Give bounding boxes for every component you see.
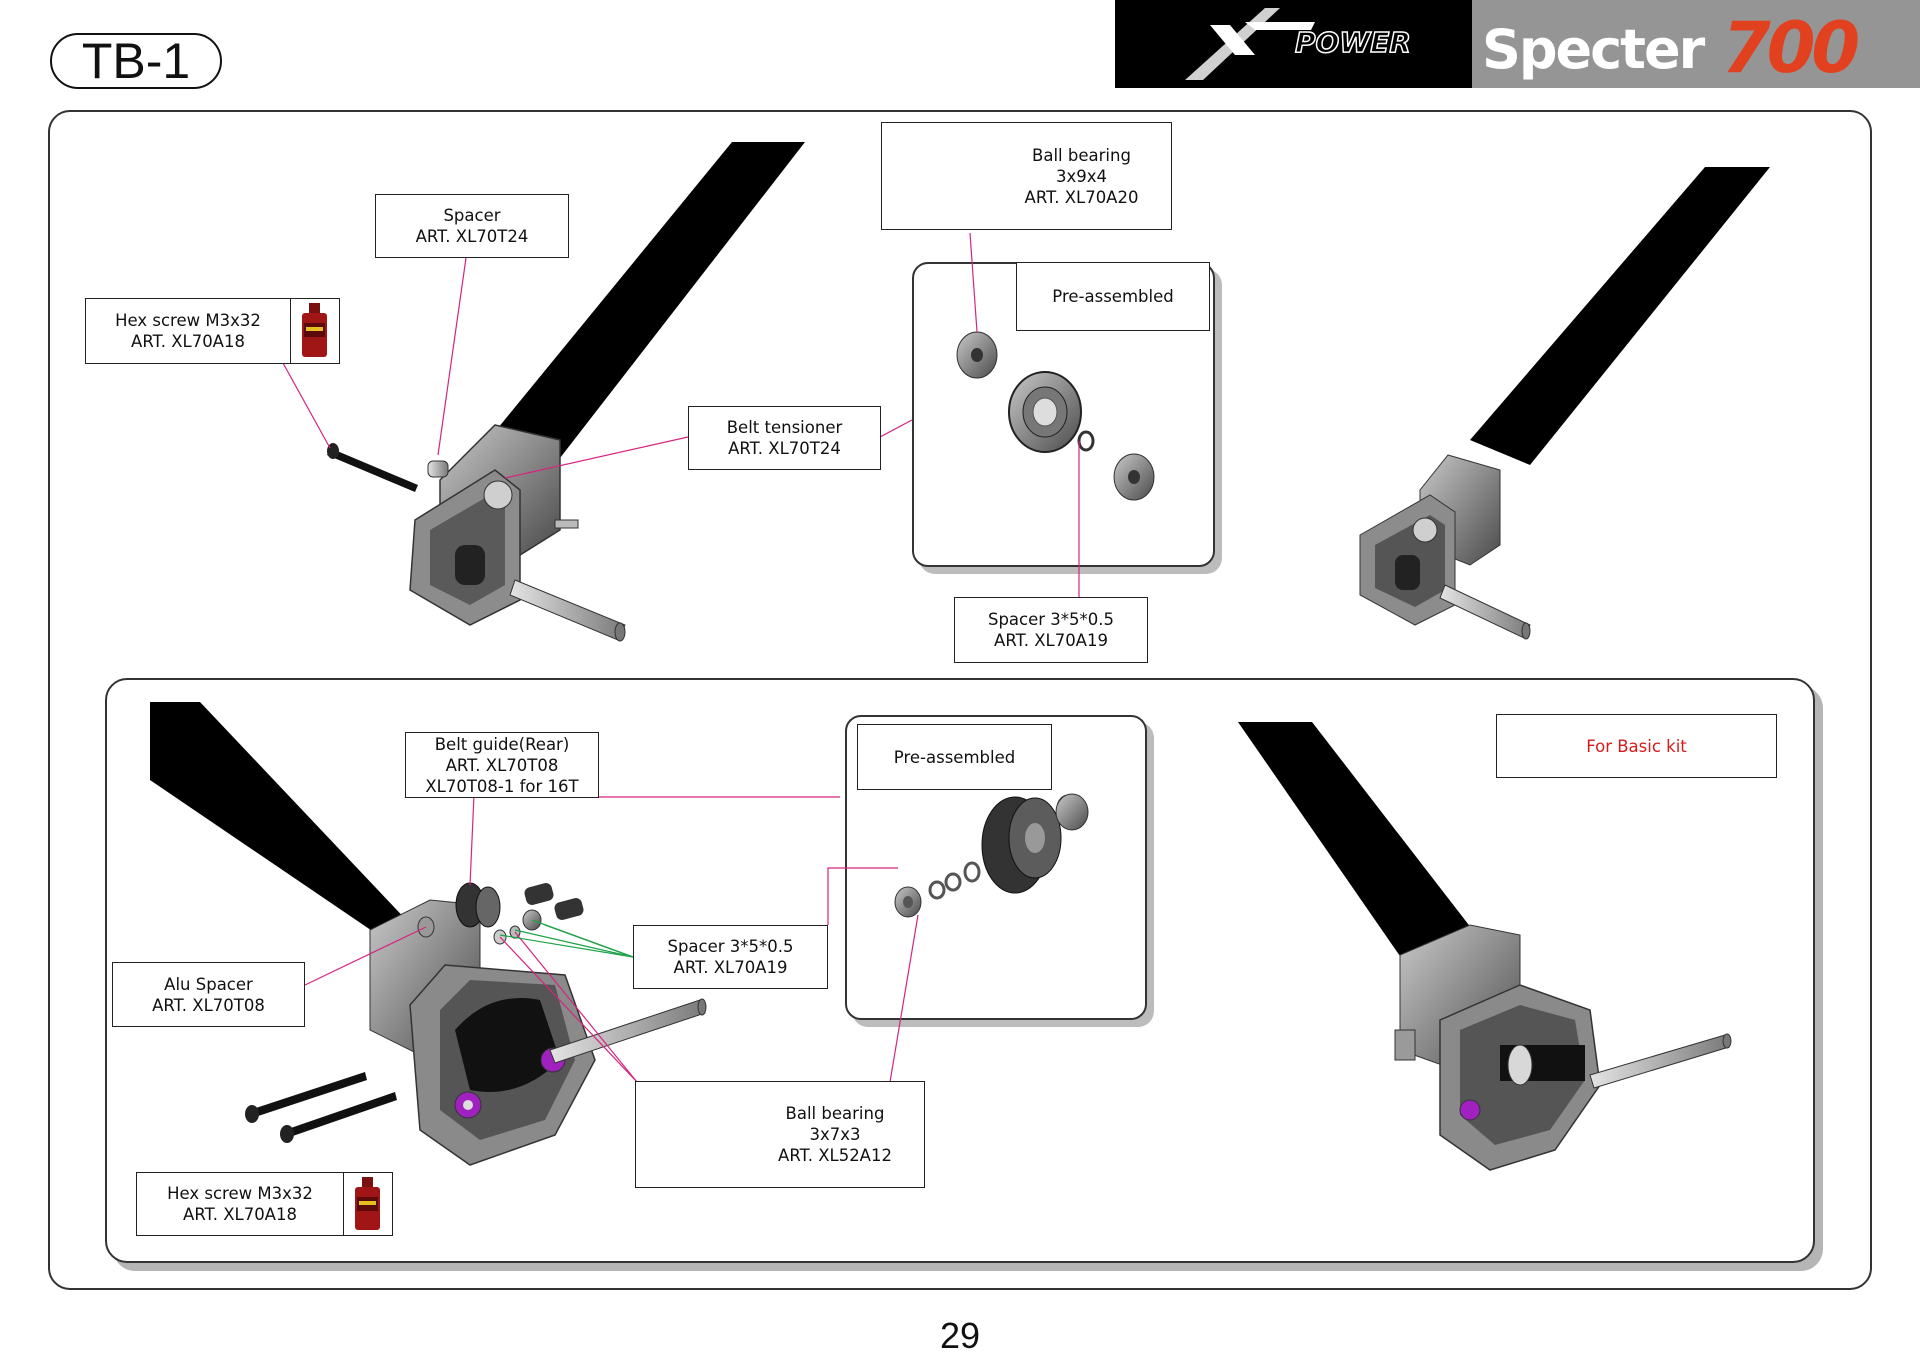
tail-case-bottom-right bbox=[1394, 924, 1732, 1171]
xpower-logo: POWER bbox=[1115, 0, 1472, 88]
label-belt-tensioner: Belt tensioner ART. XL70T24 bbox=[688, 406, 881, 470]
label-alu-spacer: Alu Spacer ART. XL70T08 bbox=[112, 962, 305, 1027]
spacer-part-top-left bbox=[427, 460, 449, 478]
label-ball-bearing-top: Ball bearing 3x9x4 ART. XL70A20 bbox=[881, 122, 1172, 230]
tail-boom-top-right bbox=[1470, 167, 1770, 465]
bottom-pre-assembled-parts bbox=[894, 793, 1089, 918]
specter-700-logo: Specter 700 bbox=[1472, 0, 1920, 88]
svg-text:Specter: Specter bbox=[1482, 18, 1706, 81]
step-tag: TB-1 bbox=[50, 33, 222, 89]
hex-screws-bottom-left bbox=[245, 1072, 397, 1143]
top-pre-assembled-parts bbox=[956, 331, 1155, 501]
threadlocker-icon-bottom bbox=[343, 1172, 393, 1236]
page-number: 29 bbox=[939, 1315, 981, 1356]
label-spacer-bottom: Spacer 3*5*0.5 ART. XL70A19 bbox=[633, 925, 828, 989]
label-ball-bearing-bottom: Ball bearing 3x7x3 ART. XL52A12 bbox=[635, 1081, 925, 1188]
leader-lines bbox=[282, 232, 1080, 1083]
tail-boom-bottom-right bbox=[1238, 722, 1492, 985]
tail-boom-top-left bbox=[498, 142, 805, 458]
tail-case-top-left bbox=[409, 424, 626, 642]
label-hex-screw-bottom: Hex screw M3x32 ART. XL70A18 bbox=[136, 1172, 344, 1236]
hex-screw-top-left bbox=[327, 443, 418, 492]
svg-text:700: 700 bbox=[1722, 7, 1858, 88]
label-pre-assembled-top: Pre-assembled bbox=[1016, 262, 1210, 331]
label-hex-screw-top: Hex screw M3x32 ART. XL70A18 bbox=[85, 298, 291, 364]
tail-boom-bottom-left bbox=[150, 702, 430, 960]
label-belt-guide: Belt guide(Rear) ART. XL70T08 XL70T08-1 … bbox=[405, 732, 599, 798]
label-pre-assembled-bottom: Pre-assembled bbox=[857, 724, 1052, 790]
label-spacer-top: Spacer 3*5*0.5 ART. XL70A19 bbox=[954, 597, 1148, 663]
tail-case-top-right bbox=[1359, 454, 1531, 640]
label-spacer: Spacer ART. XL70T24 bbox=[375, 194, 569, 258]
label-for-basic-kit: For Basic kit bbox=[1496, 714, 1777, 778]
threadlocker-icon-top bbox=[290, 298, 340, 364]
svg-text:POWER: POWER bbox=[1295, 26, 1411, 59]
